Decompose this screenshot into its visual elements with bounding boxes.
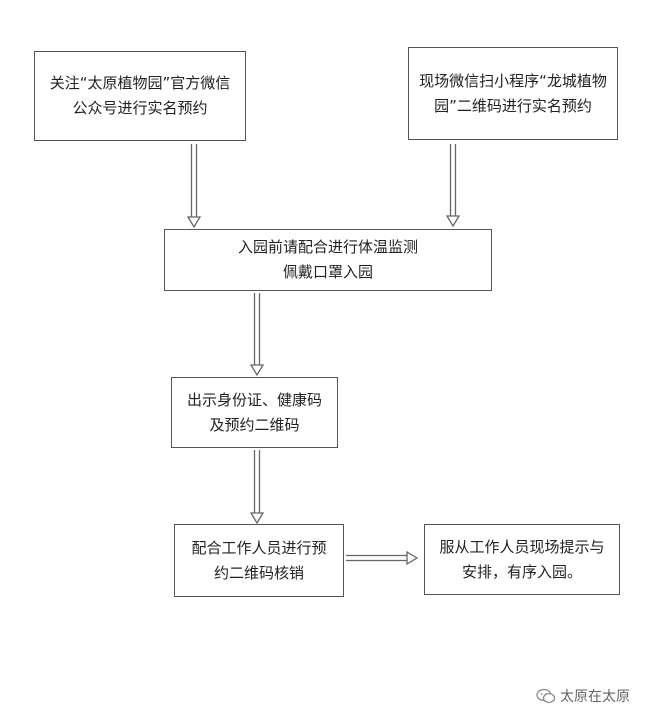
step-mini-program-text: 现场微信扫小程序“龙城植物园”二维码进行实名预约 [419,71,607,115]
watermark-text: 太原在太原 [560,689,630,705]
step-enter-park: 服从工作人员现场提示与安排，有序入园。 [424,524,620,595]
step-show-id-text: 出示身份证、健康码及预约二维码 [186,390,322,434]
step-temperature-check: 入园前请配合进行体温监测 佩戴口罩入园 [164,229,492,291]
arrow-temperature-to-showid [249,293,265,377]
step-temperature-check-line2: 佩戴口罩入园 [282,263,373,281]
step-wechat-account-text: 关注“太原植物园”官方微信公众号进行实名预约 [49,74,231,117]
step-wechat-account: 关注“太原植物园”官方微信公众号进行实名预约 [34,51,246,141]
step-verify-code: 配合工作人员进行预约二维码核销 [174,524,344,597]
arrow-miniprogram-to-temperature [445,144,461,228]
step-enter-park-text: 服从工作人员现场提示与安排，有序入园。 [439,537,605,581]
watermark: 太原在太原 [536,686,630,706]
wechat-icon [536,688,556,704]
step-verify-code-text: 配合工作人员进行预约二维码核销 [191,538,327,582]
step-mini-program: 现场微信扫小程序“龙城植物园”二维码进行实名预约 [408,47,618,140]
arrow-wechat-to-temperature [186,144,202,229]
step-show-id: 出示身份证、健康码及预约二维码 [171,377,338,448]
arrow-showid-to-verify [249,450,265,525]
arrow-verify-to-enter [346,550,419,566]
step-temperature-check-line1: 入园前请配合进行体温监测 [237,238,418,256]
